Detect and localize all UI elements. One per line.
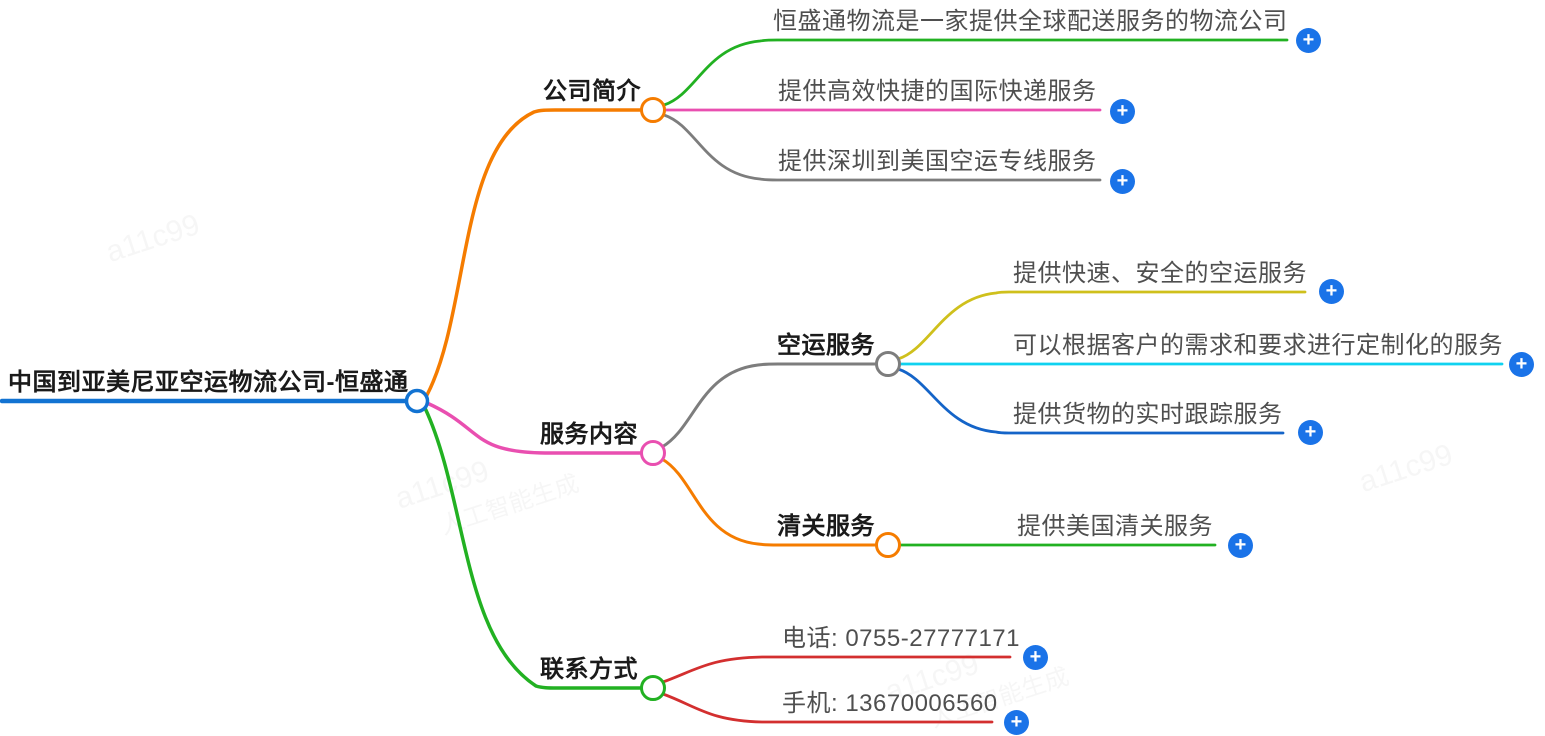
- connector-company-intro-child3: [662, 113, 1102, 182]
- add-child-button[interactable]: +: [1110, 99, 1135, 124]
- leaf-customized-service-label[interactable]: 可以根据客户的需求和要求进行定制化的服务: [1013, 332, 1503, 359]
- branch-services-label[interactable]: 服务内容: [540, 421, 638, 448]
- connector-services-to-customs: [660, 457, 878, 547]
- branch-contact-label[interactable]: 联系方式: [540, 656, 638, 683]
- leaf-express-service-label[interactable]: 提供高效快捷的国际快递服务: [778, 78, 1097, 105]
- connector-services-to-airfreight: [660, 362, 878, 449]
- connector-root-to-company-intro: [425, 108, 643, 397]
- add-child-button[interactable]: +: [1023, 645, 1048, 670]
- root-node-label[interactable]: 中国到亚美尼亚空运物流公司-恒盛通: [8, 369, 409, 396]
- airfreight-node-handle[interactable]: [875, 351, 901, 377]
- connector-contact-child1: [661, 655, 1012, 684]
- connector-root-to-services: [425, 401, 643, 455]
- services-node-handle[interactable]: [640, 440, 666, 466]
- leaf-realtime-tracking-label[interactable]: 提供货物的实时跟踪服务: [1013, 401, 1283, 428]
- connector-company-intro-child1: [662, 38, 1289, 107]
- company-intro-node-handle[interactable]: [640, 97, 666, 123]
- add-child-button[interactable]: +: [1319, 279, 1344, 304]
- connector-airfreight-child1: [896, 290, 1307, 361]
- branch-company-intro-label[interactable]: 公司简介: [543, 78, 641, 105]
- leaf-shenzhen-us-line-label[interactable]: 提供深圳到美国空运专线服务: [778, 148, 1097, 175]
- node-customs-label[interactable]: 清关服务: [777, 513, 875, 540]
- leaf-phone-label[interactable]: 电话: 0755-27777171: [782, 625, 1020, 652]
- add-child-button[interactable]: +: [1296, 28, 1321, 53]
- node-airfreight-label[interactable]: 空运服务: [777, 332, 875, 359]
- customs-node-handle[interactable]: [875, 532, 901, 558]
- leaf-company-description-label[interactable]: 恒盛通物流是一家提供全球配送服务的物流公司: [773, 8, 1288, 35]
- leaf-us-customs-label[interactable]: 提供美国清关服务: [1017, 513, 1213, 540]
- root-node-handle[interactable]: [404, 388, 430, 414]
- connector-contact-child2: [661, 692, 994, 724]
- connector-root-to-contact: [423, 406, 643, 690]
- add-child-button[interactable]: +: [1228, 533, 1253, 558]
- add-child-button[interactable]: +: [1110, 169, 1135, 194]
- add-child-button[interactable]: +: [1509, 352, 1534, 377]
- contact-node-handle[interactable]: [640, 675, 666, 701]
- leaf-mobile-label[interactable]: 手机: 13670006560: [782, 690, 998, 717]
- leaf-fast-safe-airfreight-label[interactable]: 提供快速、安全的空运服务: [1013, 260, 1307, 287]
- add-child-button[interactable]: +: [1298, 420, 1323, 445]
- connector-airfreight-child3: [896, 367, 1285, 435]
- add-child-button[interactable]: +: [1004, 710, 1029, 735]
